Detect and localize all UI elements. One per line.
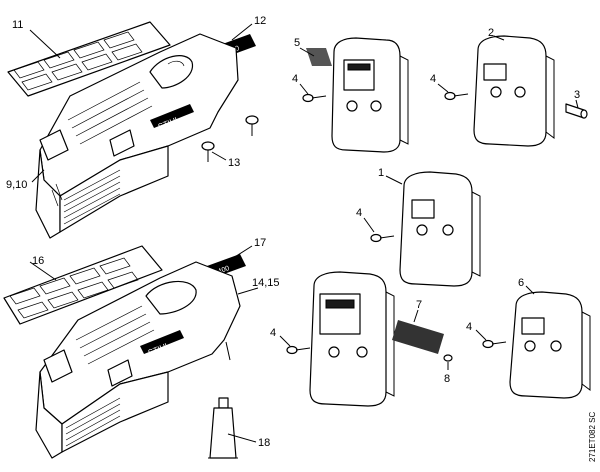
screw-4d bbox=[286, 345, 311, 355]
leader-lines bbox=[29, 23, 579, 443]
callout-7: 7 bbox=[416, 299, 422, 311]
callout-2: 2 bbox=[488, 27, 494, 39]
callout-4-a: 4 bbox=[292, 73, 298, 85]
muffler-2 bbox=[473, 35, 555, 147]
guard-5 bbox=[306, 48, 332, 66]
callout-11: 11 bbox=[12, 19, 23, 31]
muffler-6 bbox=[509, 291, 591, 399]
callout-5: 5 bbox=[294, 37, 300, 49]
screw-4a bbox=[302, 93, 327, 103]
callout-16: 16 bbox=[32, 255, 44, 267]
spark-arrestor-3 bbox=[565, 103, 588, 119]
callout-9-10: 9,10 bbox=[6, 179, 27, 191]
callout-4-b: 4 bbox=[430, 73, 436, 85]
decal-sheet-bottom bbox=[3, 245, 163, 325]
grease-tube bbox=[208, 397, 238, 459]
decal-sheet-top bbox=[7, 21, 171, 97]
shroud-upper: STIHL bbox=[35, 33, 239, 239]
callout-13: 13 bbox=[228, 157, 240, 169]
callout-17: 17 bbox=[254, 237, 266, 249]
callouts: 11 12 9,10 13 16 17 14,15 18 5 4 2 4 3 1… bbox=[6, 15, 580, 449]
callout-18: 18 bbox=[258, 437, 270, 449]
muffler-5 bbox=[331, 37, 409, 153]
callout-6: 6 bbox=[518, 277, 524, 289]
screw-4e bbox=[482, 339, 507, 349]
screen-7 bbox=[392, 320, 444, 354]
callout-3: 3 bbox=[574, 89, 580, 101]
callout-8: 8 bbox=[444, 373, 450, 385]
screw-13 bbox=[201, 141, 215, 162]
screw-12 bbox=[245, 115, 259, 136]
callout-4-c: 4 bbox=[356, 207, 362, 219]
callout-1: 1 bbox=[378, 167, 384, 179]
screw-4c bbox=[370, 233, 395, 243]
callout-4-d: 4 bbox=[270, 327, 276, 339]
shroud-lower: STIHL bbox=[35, 261, 241, 459]
screw-4b bbox=[444, 91, 469, 101]
screw-8 bbox=[443, 354, 453, 362]
muffler-1 bbox=[399, 171, 481, 287]
callout-4-e: 4 bbox=[466, 321, 472, 333]
drawing-code: 271ET082 SC bbox=[588, 411, 597, 462]
callout-12: 12 bbox=[254, 15, 266, 27]
muffler-7-assembly bbox=[309, 271, 395, 407]
callout-14-15: 14,15 bbox=[252, 277, 280, 289]
